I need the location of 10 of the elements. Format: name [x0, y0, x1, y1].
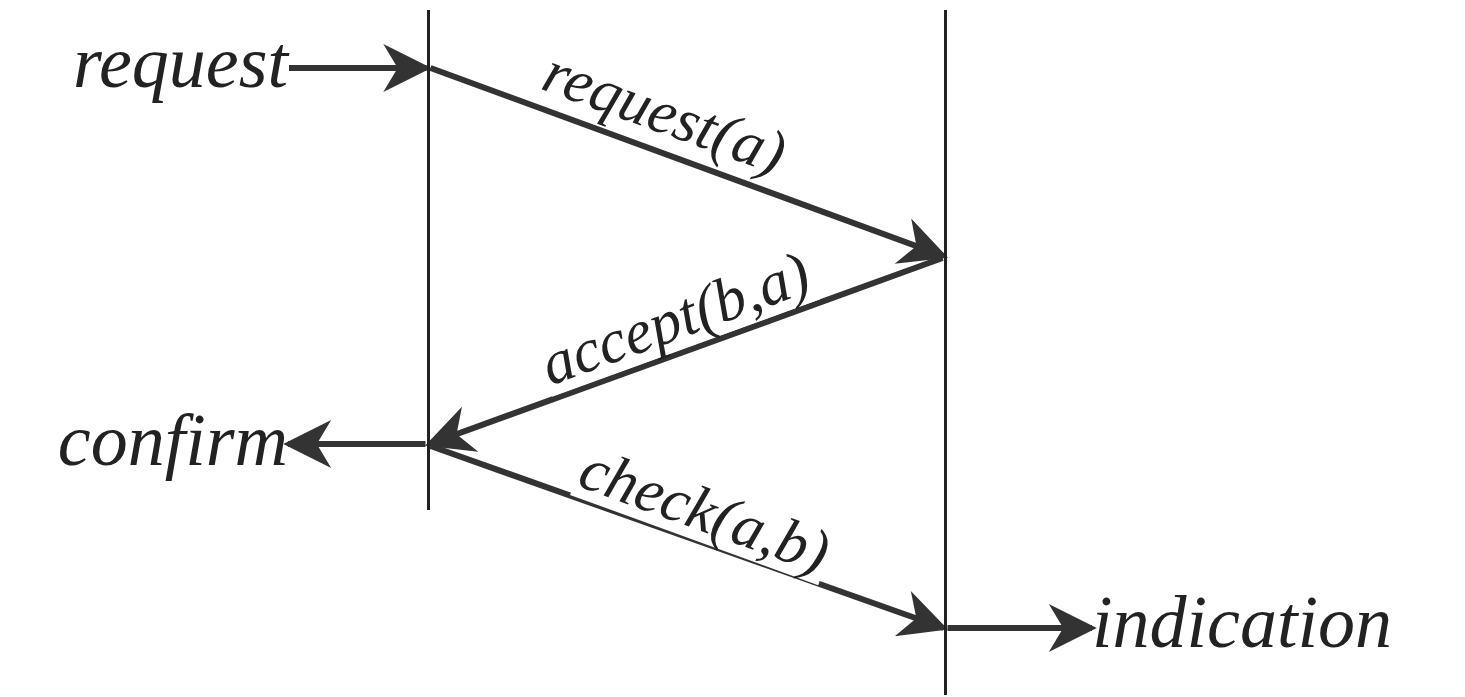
message-text: confirm — [57, 400, 288, 480]
arrow — [947, 604, 1097, 652]
message-text: indication — [1092, 582, 1393, 662]
message-text: request — [72, 22, 288, 102]
lifeline — [943, 10, 947, 695]
arrow — [425, 255, 944, 452]
arrow — [283, 420, 426, 468]
lifeline — [426, 10, 430, 510]
arrow — [429, 443, 948, 637]
arrow — [429, 65, 948, 264]
